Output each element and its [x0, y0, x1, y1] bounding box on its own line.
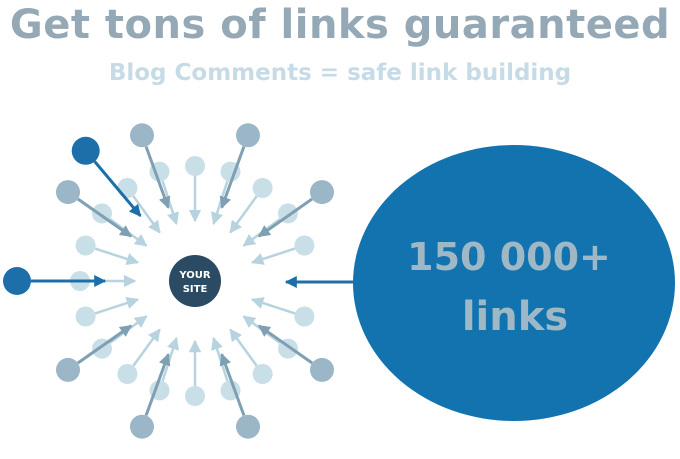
- outer-node-arrow: [77, 324, 133, 365]
- inner-node: [252, 364, 273, 384]
- inner-node: [117, 364, 138, 384]
- inner-node-arrow: [242, 315, 281, 344]
- outer-node-arrow: [219, 353, 246, 416]
- subheadline: Blog Comments = safe link building: [108, 60, 572, 86]
- inner-node-arrow: [229, 195, 258, 234]
- inner-node-arrow: [211, 336, 229, 382]
- outer-node: [310, 357, 334, 382]
- inner-node-arrow: [161, 180, 179, 226]
- inner-node: [185, 386, 205, 406]
- inner-node-arrow: [132, 328, 161, 367]
- outer-node-arrow: [219, 146, 246, 209]
- inner-node: [294, 306, 315, 327]
- big-circle-label-line-2: links: [462, 294, 568, 340]
- outer-node-arrow: [144, 353, 171, 416]
- outer-node: [236, 414, 260, 439]
- inner-node-arrow: [94, 247, 140, 265]
- inner-node-arrow: [161, 336, 179, 382]
- outer-node-arrow: [257, 197, 313, 238]
- inner-node: [75, 306, 96, 327]
- outer-node-arrow: [144, 146, 171, 209]
- spoke-nodes: [3, 123, 334, 439]
- center-label-line-1: YOUR: [178, 270, 211, 281]
- inner-node: [252, 178, 273, 198]
- dark-node: [3, 267, 31, 295]
- outer-node: [130, 123, 154, 148]
- big-circle-label-line-1: 150 000+: [407, 235, 611, 279]
- inner-node-arrow: [109, 218, 148, 247]
- inner-node-arrow: [211, 180, 229, 226]
- inner-node-arrow: [242, 218, 281, 247]
- inner-node-arrow: [109, 315, 148, 344]
- outer-node-arrow: [77, 197, 133, 238]
- outer-node: [56, 180, 80, 205]
- inner-node-arrow: [250, 247, 296, 265]
- outer-node: [236, 123, 260, 148]
- dark-node: [71, 136, 100, 165]
- inner-node: [117, 178, 138, 198]
- inner-node: [294, 235, 315, 256]
- outer-node-arrow: [257, 324, 313, 365]
- inner-node-arrow: [132, 195, 161, 234]
- dark-node-arrow: [93, 160, 142, 217]
- inner-node-arrow: [229, 328, 258, 367]
- center-label-line-2: SITE: [183, 284, 208, 295]
- center-node: [169, 255, 221, 307]
- outer-node: [56, 357, 80, 382]
- outer-node: [310, 180, 334, 205]
- inner-node-arrow: [94, 297, 140, 315]
- outer-node: [130, 414, 154, 439]
- big-links-circle: [353, 145, 675, 421]
- inner-node-arrow: [250, 297, 296, 315]
- inner-node: [185, 156, 205, 176]
- inner-node: [75, 235, 96, 256]
- headline: Get tons of links guaranteed: [9, 2, 671, 48]
